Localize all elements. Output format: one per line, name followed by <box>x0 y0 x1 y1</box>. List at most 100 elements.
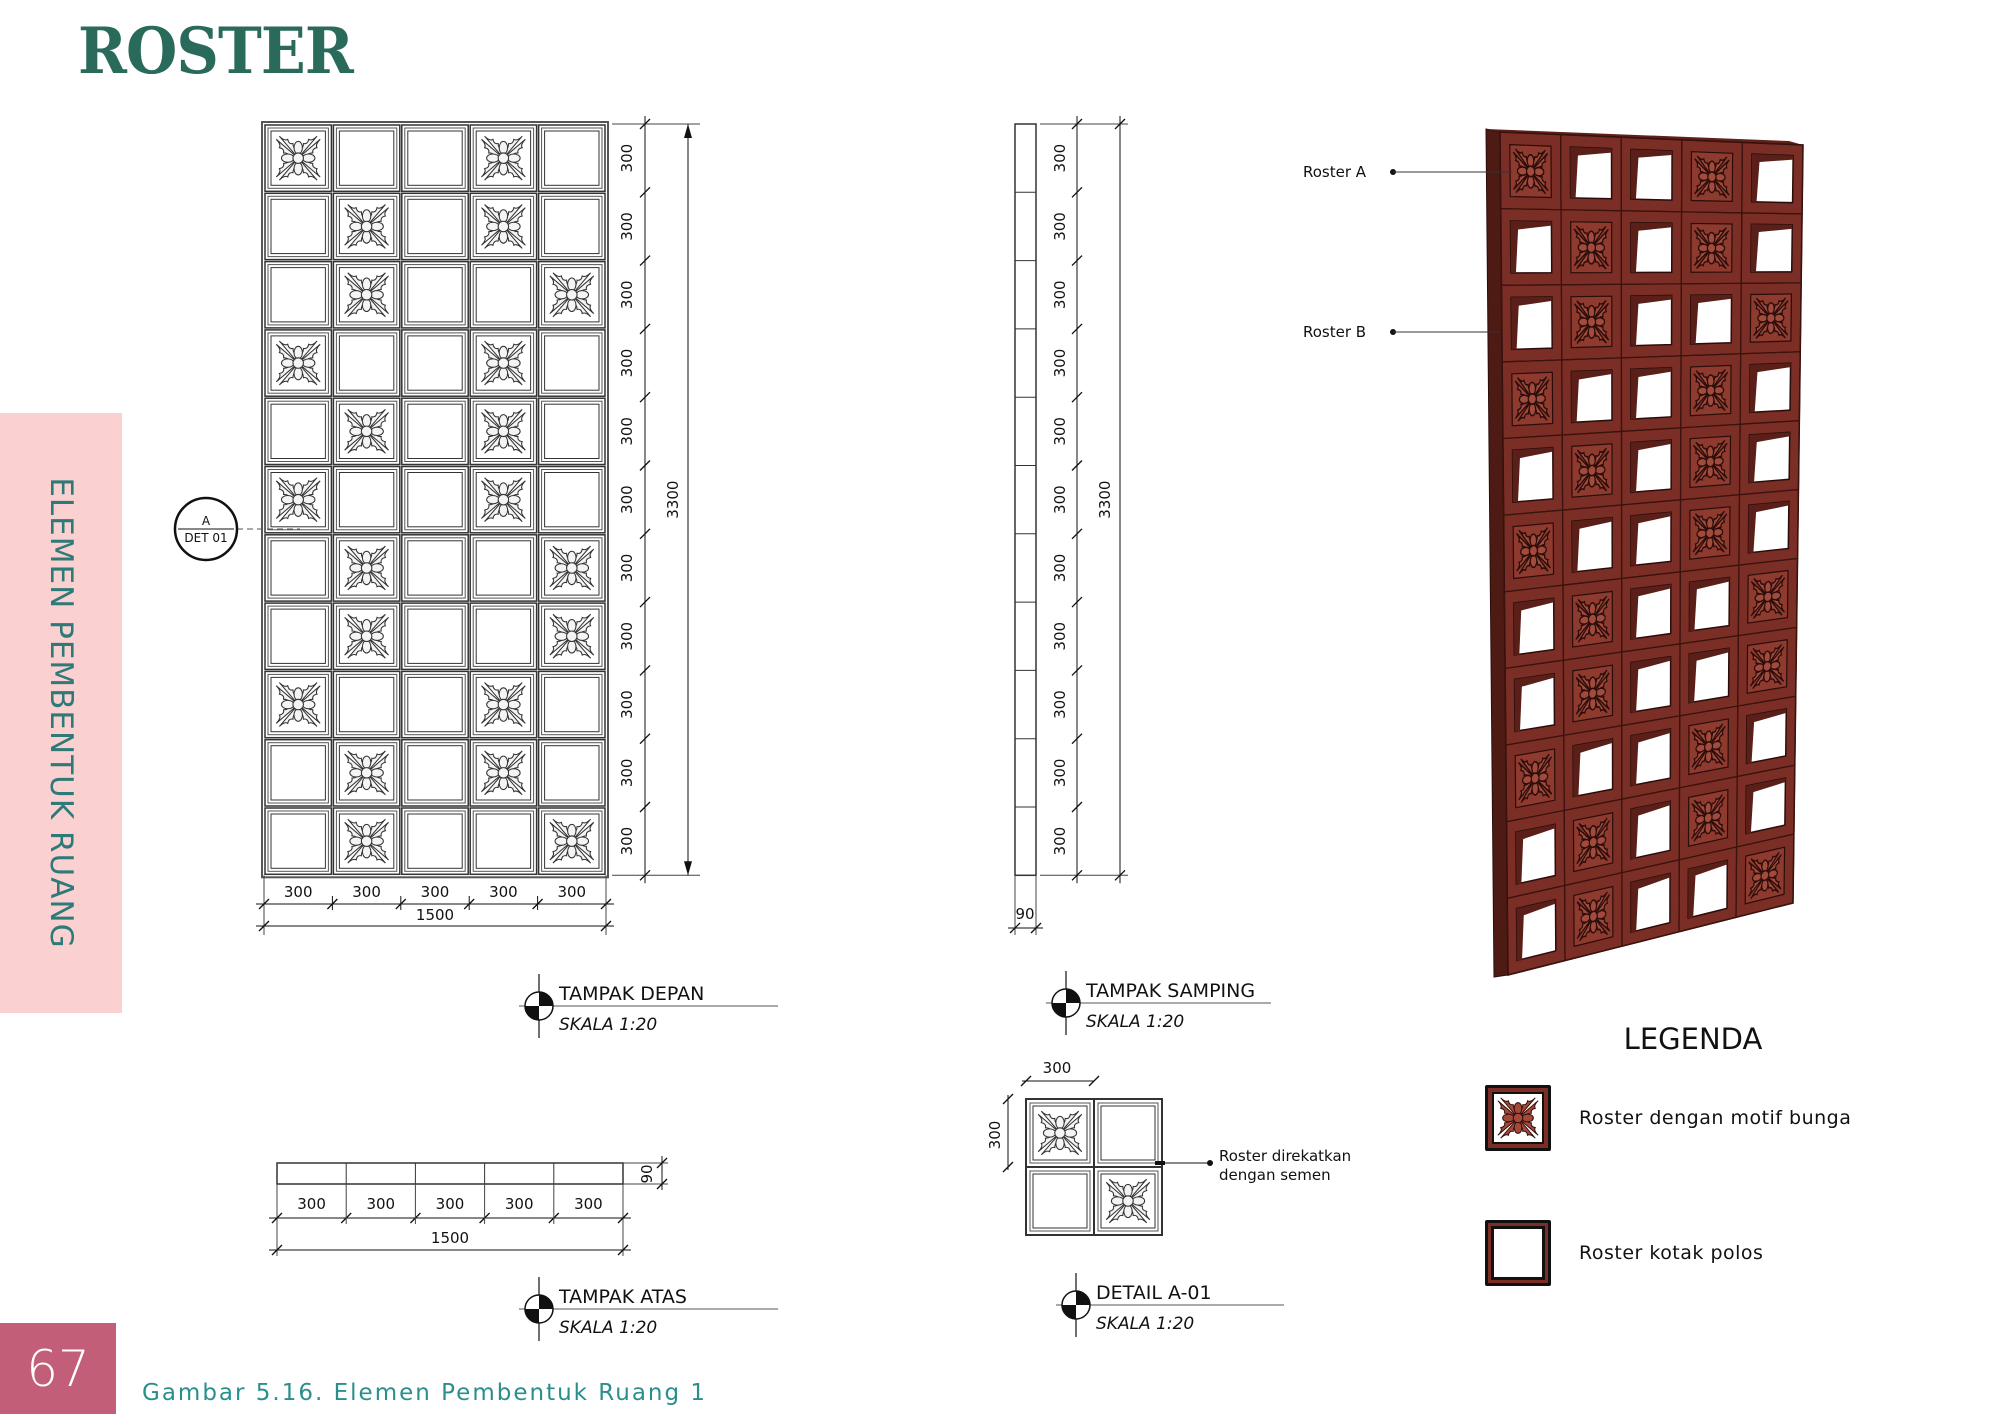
cell-opening <box>338 267 395 323</box>
legend-item-flower: Roster dengan motif bunga <box>1484 1084 1851 1152</box>
cell-frame-inner <box>404 195 466 258</box>
cell-frame <box>1735 833 1795 919</box>
roster-flower-cell <box>332 602 401 671</box>
cell-frame-inner <box>541 605 603 667</box>
cell-frame-inner <box>541 742 603 804</box>
dimension-tick <box>1009 922 1021 934</box>
cell-opening <box>338 198 395 255</box>
cell-frame-inner <box>335 195 398 258</box>
roster-plain-cell <box>469 807 538 876</box>
roster-flower-cell <box>1737 557 1799 637</box>
dimension-tick <box>1071 460 1083 471</box>
dimension-label: 300 <box>618 280 636 309</box>
opening-depth-shadow <box>1689 577 1730 632</box>
dimension-label: 300 <box>1051 485 1069 514</box>
roster-plain-cell <box>332 465 401 534</box>
cell-opening <box>270 540 326 596</box>
roster-plain-cell <box>1679 634 1739 717</box>
callout-label-roster-b: Roster B <box>1303 323 1366 341</box>
dimension-label: 300 <box>618 622 636 651</box>
cell-opening <box>475 676 532 733</box>
cell-opening <box>338 472 395 528</box>
view-title: TAMPAK DEPAN <box>558 983 704 1005</box>
dimension-tick <box>271 1212 283 1224</box>
roster-plain-cell <box>537 465 606 534</box>
opening-depth-shadow <box>1750 224 1793 272</box>
roster-plain-cell <box>1679 564 1740 645</box>
roster-flower-cell <box>537 602 606 671</box>
opening-depth-shadow <box>1573 738 1613 797</box>
dimension-tick <box>600 898 612 910</box>
roster-plain-cell <box>1680 282 1742 357</box>
dimension-tick <box>639 869 651 881</box>
roster-plain-cell <box>401 465 469 534</box>
roster-plain-cell <box>1506 884 1566 976</box>
cell-frame-inner <box>1097 1102 1159 1164</box>
dimension-label: 1500 <box>431 1229 469 1247</box>
dimension-tick <box>1071 664 1083 676</box>
cell-frame-inner <box>267 332 329 394</box>
cell-opening <box>407 813 463 869</box>
roster-flower-cell <box>469 738 538 807</box>
dimension-tick <box>639 323 651 335</box>
marker-quadrant-icon <box>1062 1291 1090 1319</box>
cell-frame-inner <box>335 605 398 667</box>
cell-opening <box>338 676 395 733</box>
cell-frame-inner <box>335 332 398 394</box>
dimension-tick <box>639 528 651 540</box>
dimension-tick <box>1071 186 1083 198</box>
marker-tampak-depan: TAMPAK DEPAN SKALA 1:20 <box>519 974 778 1038</box>
roster-plain-cell <box>264 738 333 807</box>
dimension-tick <box>1002 1161 1014 1173</box>
cell-opening <box>338 608 395 664</box>
mortar-joint <box>1155 1161 1165 1165</box>
roster-flower-cell <box>1562 651 1623 737</box>
cell-frame-inner <box>541 810 603 872</box>
cell-frame-inner <box>267 264 329 326</box>
roster-flower-cell <box>1678 775 1738 861</box>
roster-flower-cell <box>332 738 401 807</box>
cell-frame-inner <box>472 537 535 599</box>
cell-opening <box>270 745 326 801</box>
roster-flower-cell <box>469 124 538 193</box>
roster-plain-cell <box>537 397 606 466</box>
cell-opening <box>1570 369 1613 424</box>
cell-frame <box>469 602 538 671</box>
cell-frame <box>332 534 401 602</box>
roster-flower-cell <box>1093 1166 1163 1236</box>
roster-plain-cell <box>537 192 606 261</box>
legend-item-plain: Roster kotak polos <box>1484 1219 1763 1287</box>
dimension-tick <box>639 596 651 608</box>
cell-frame-inner <box>541 127 603 189</box>
roster-plain-cell <box>401 329 469 397</box>
roster-plain-cell <box>401 397 469 466</box>
opening-depth-shadow <box>1512 447 1553 503</box>
legend-label: Roster dengan motif bunga <box>1579 1107 1852 1129</box>
cell-frame <box>264 260 333 329</box>
opening-depth-shadow <box>1631 656 1671 713</box>
opening-depth-shadow <box>1513 598 1554 655</box>
cell-frame-inner <box>472 673 535 736</box>
roster-flower-cell <box>537 807 606 876</box>
cell-opening <box>407 608 463 664</box>
cell-frame-inner <box>472 810 535 872</box>
marker-quadrant-icon <box>1052 989 1080 1017</box>
view-scale: SKALA 1:20 <box>559 1015 657 1035</box>
dimension-label: 300 <box>1051 349 1069 378</box>
roster-plain-cell <box>469 260 538 329</box>
roster-plain-cell <box>264 260 333 329</box>
dimension-label: 300 <box>1051 622 1069 651</box>
cell-frame-inner <box>541 469 603 531</box>
dimension-label: 300 <box>366 1195 395 1213</box>
roster-flower-cell <box>264 124 333 193</box>
cell-frame <box>264 807 333 876</box>
detail-note: dengan semen <box>1219 1166 1331 1184</box>
cell-frame-inner <box>267 742 329 804</box>
cell-opening <box>270 335 326 391</box>
dimension-tick <box>1020 1075 1032 1087</box>
roster-flower-cell <box>1679 423 1741 501</box>
cell-opening <box>544 745 600 801</box>
cell-opening <box>407 130 463 186</box>
cell-frame <box>537 397 606 466</box>
